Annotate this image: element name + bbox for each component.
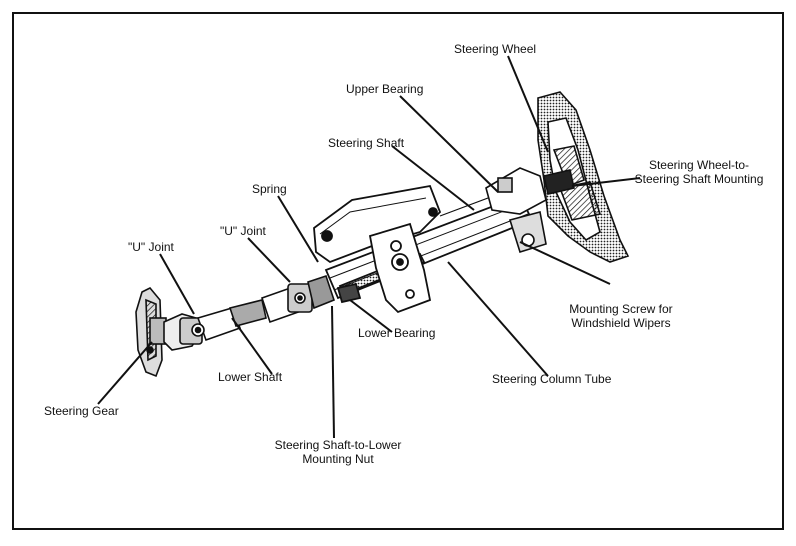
label-shaft-to-lower-line2: Mounting Nut [302, 452, 374, 466]
upper-u-joint-part [260, 274, 335, 324]
label-u-joint-upper: "U" Joint [220, 224, 266, 238]
label-steering-gear: Steering Gear [44, 404, 119, 418]
lower-u-joint-part [163, 299, 267, 351]
upper-housing-part [485, 167, 547, 253]
label-wheel-to-shaft-line2: Steering Shaft Mounting [634, 172, 764, 186]
label-mounting-screw-line2: Windshield Wipers [571, 316, 671, 330]
label-lower-shaft: Lower Shaft [218, 370, 283, 384]
label-shaft-to-lower-nut: Steering Shaft-to-Lower Mounting Nut [252, 438, 424, 466]
label-shaft-to-lower-line1: Steering Shaft-to-Lower [274, 438, 402, 452]
label-steering-shaft: Steering Shaft [328, 136, 405, 150]
steering-gear-part [135, 287, 167, 378]
leader-lines [97, 55, 641, 439]
label-spring: Spring [252, 182, 287, 196]
label-wheel-to-shaft-mounting: Steering Wheel-to- Steering Shaft Mounti… [622, 158, 776, 186]
steering-wheel-part [537, 91, 630, 263]
label-steering-wheel: Steering Wheel [454, 42, 537, 56]
label-mounting-screw-line1: Mounting Screw for [569, 302, 673, 316]
label-wheel-to-shaft-line1: Steering Wheel-to- [648, 158, 750, 172]
column-tube-part [313, 184, 534, 314]
label-steering-column-tube: Steering Column Tube [492, 372, 612, 386]
label-lower-bearing: Lower Bearing [358, 326, 436, 340]
label-u-joint-lower: "U" Joint [128, 240, 174, 254]
diagram-frame [12, 12, 784, 530]
label-mounting-screw: Mounting Screw for Windshield Wipers [548, 302, 694, 330]
label-upper-bearing: Upper Bearing [346, 82, 424, 96]
